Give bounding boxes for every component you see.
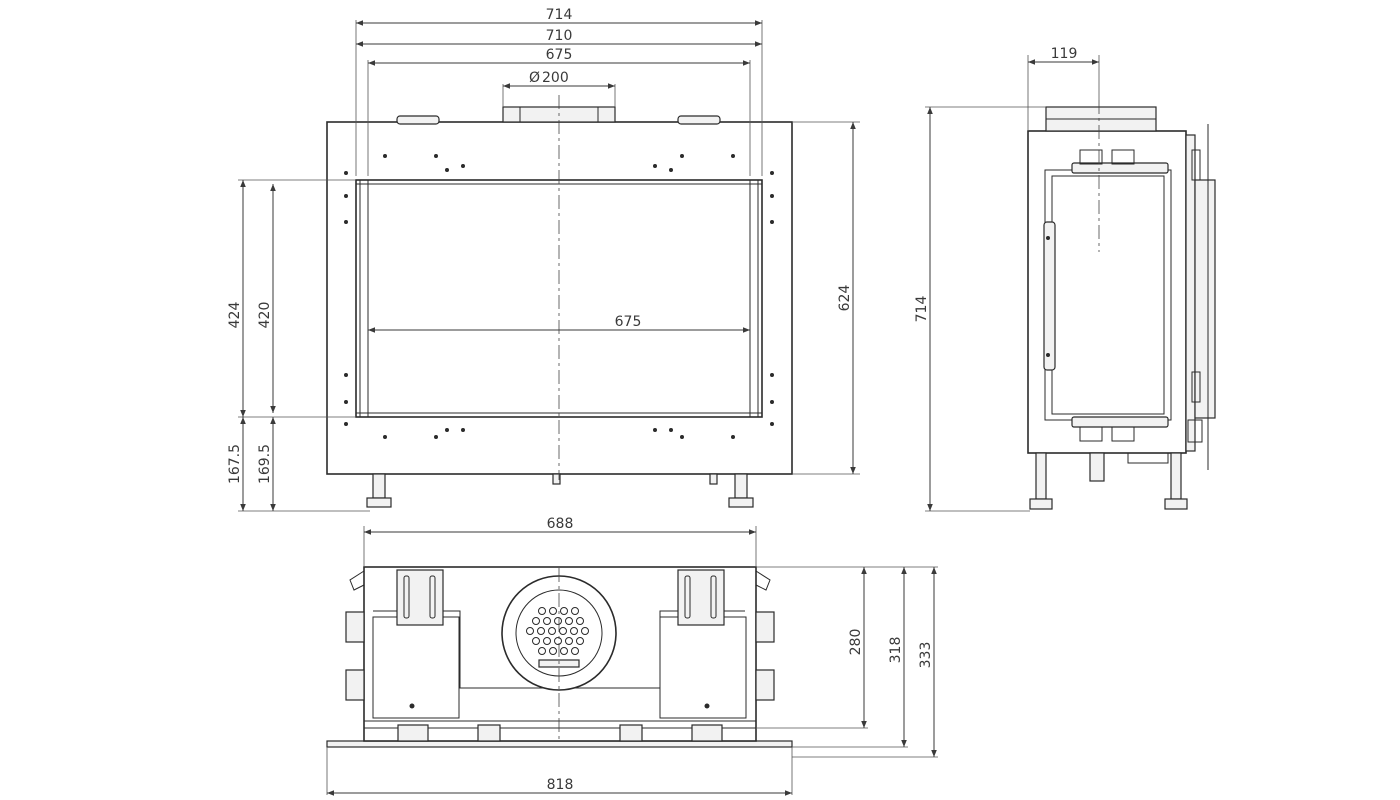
bottom-tabs [397,724,723,742]
dim-overall-width: 714 [546,7,573,23]
dim-glass-width: 675 [615,314,642,330]
front-legs [366,473,754,508]
top-brackets [396,569,725,709]
dim-depth-c: 333 [918,642,934,669]
diameter-symbol: Ø [529,70,540,86]
dim-total-height: 714 [914,296,930,323]
burner-perforations [526,607,589,655]
front-frame [326,121,793,475]
dim-base-height-b: 169.5 [257,444,273,484]
front-mounting-holes [344,154,774,439]
dim-inner-width: 675 [546,47,573,63]
dim-opening-height-inner: 420 [257,302,273,329]
dim-depth-b: 318 [888,637,904,664]
dim-top-overall-width: 818 [547,777,574,793]
front-view: 714 710 675 Ø 200 675 624 424 420 167.5 … [227,7,860,512]
top-view: 688 818 280 318 333 [326,516,938,796]
top-slot-right [677,115,721,125]
side-legs [1029,452,1188,510]
top-slot-left [396,115,440,125]
dim-top-inner-width: 688 [547,516,574,532]
dim-height-total: 624 [837,285,853,312]
side-view: 119 714 [914,46,1216,512]
dim-depth-a: 280 [848,629,864,656]
dim-flue-diameter: 200 [542,70,569,86]
dim-opening-height-outer: 424 [227,302,243,329]
side-clips [345,570,775,701]
top-base-plate [326,740,793,748]
dim-flue-depth: 119 [1051,46,1078,62]
dim-base-height-a: 167.5 [227,444,243,484]
dim-frame-width: 710 [546,28,573,44]
